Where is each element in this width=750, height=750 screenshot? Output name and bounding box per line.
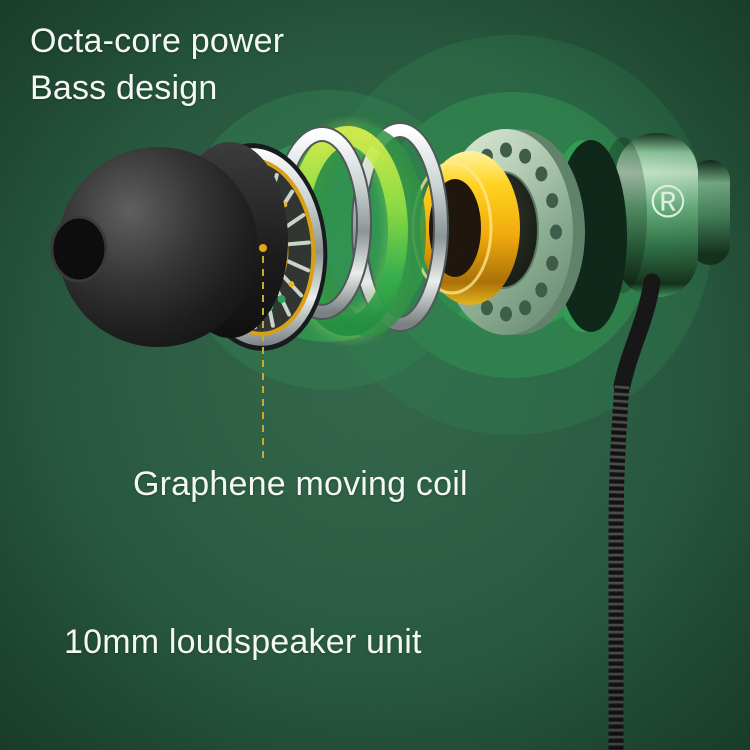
speaker-label: 10mm loudspeaker unit: [64, 623, 422, 661]
headline-line-2: Bass design: [30, 69, 218, 107]
headline-line-1: Octa-core power: [30, 22, 285, 60]
headline: Octa-core power Bass design: [30, 18, 284, 112]
coil-label: Graphene moving coil: [133, 465, 468, 503]
